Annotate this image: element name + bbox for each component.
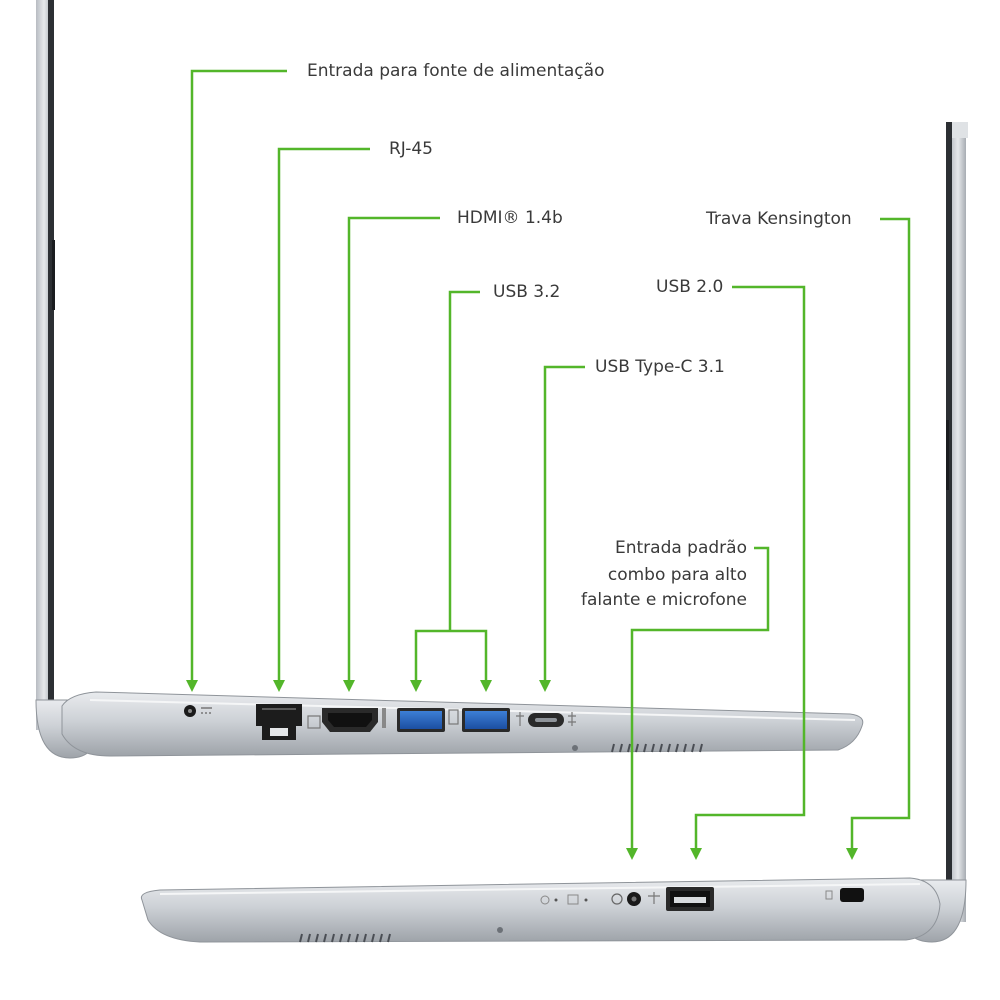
label-rj45: RJ-45 <box>389 139 433 159</box>
arrowhead-power <box>186 680 198 692</box>
leader-power <box>190 69 287 680</box>
arrowhead-rj45 <box>273 680 285 692</box>
hdmi-port-icon <box>322 708 386 732</box>
lid-button-right <box>946 420 949 490</box>
ethernet-port-icon <box>256 704 321 740</box>
arrowhead-kensington <box>846 848 858 860</box>
laptop-right-side-view <box>140 122 968 943</box>
usb-c-port-icon <box>528 712 576 727</box>
leader-usb32-fork <box>414 629 488 680</box>
leader-audio <box>630 546 770 848</box>
base-edge-highlight-right <box>159 883 921 895</box>
indicator-lights <box>540 894 588 905</box>
arrowhead-hdmi <box>343 680 355 692</box>
arrowhead-usb32-b <box>480 680 492 692</box>
label-audio-line1: Entrada padrão <box>614 538 747 558</box>
kensington-lock-icon <box>825 888 864 902</box>
label-audio-line3: falante e microfone <box>581 590 747 610</box>
label-audio-line2: combo para alto <box>607 565 747 585</box>
usb-a-port-icon <box>397 708 459 732</box>
lid-top-cap <box>952 122 968 138</box>
label-power-input: Entrada para fonte de alimentação <box>307 61 605 81</box>
laptop-lid-bezel-left <box>48 0 54 730</box>
usb-a-port-icon-3 <box>666 887 714 911</box>
leader-usb20 <box>694 285 806 848</box>
arrowhead-usb32-a <box>410 680 422 692</box>
label-usb32: USB 3.2 <box>493 282 561 302</box>
usb-a-port-icon-2 <box>462 708 524 732</box>
label-usb20: USB 2.0 <box>656 277 724 297</box>
leader-kensington <box>850 217 911 848</box>
laptop-base-right <box>140 877 941 943</box>
base-foot-dot <box>572 745 578 751</box>
leader-lines <box>186 69 911 860</box>
arrowhead-usbc <box>539 680 551 692</box>
label-kensington-lock: Trava Kensington <box>706 209 852 229</box>
audio-jack-icon <box>611 892 660 906</box>
leader-rj45 <box>277 147 370 680</box>
arrowhead-usb20 <box>690 848 702 860</box>
power-port-icon <box>184 705 212 717</box>
vent-grille-left <box>611 743 703 753</box>
lid-button-left <box>52 240 55 310</box>
label-hdmi: HDMI® 1.4b <box>457 208 563 228</box>
leader-usb32-stem <box>448 290 480 631</box>
vent-grille-right <box>299 933 391 943</box>
label-usb-type-c: USB Type-C 3.1 <box>595 357 725 377</box>
leader-usbc <box>543 365 585 680</box>
laptop-left-side-view <box>35 0 864 759</box>
base-foot-dot-right <box>497 927 503 933</box>
leader-hdmi <box>347 216 440 680</box>
arrowhead-audio <box>626 848 638 860</box>
laptop-lid-bezel-right <box>946 122 952 922</box>
laptop-lid-right <box>950 122 966 922</box>
